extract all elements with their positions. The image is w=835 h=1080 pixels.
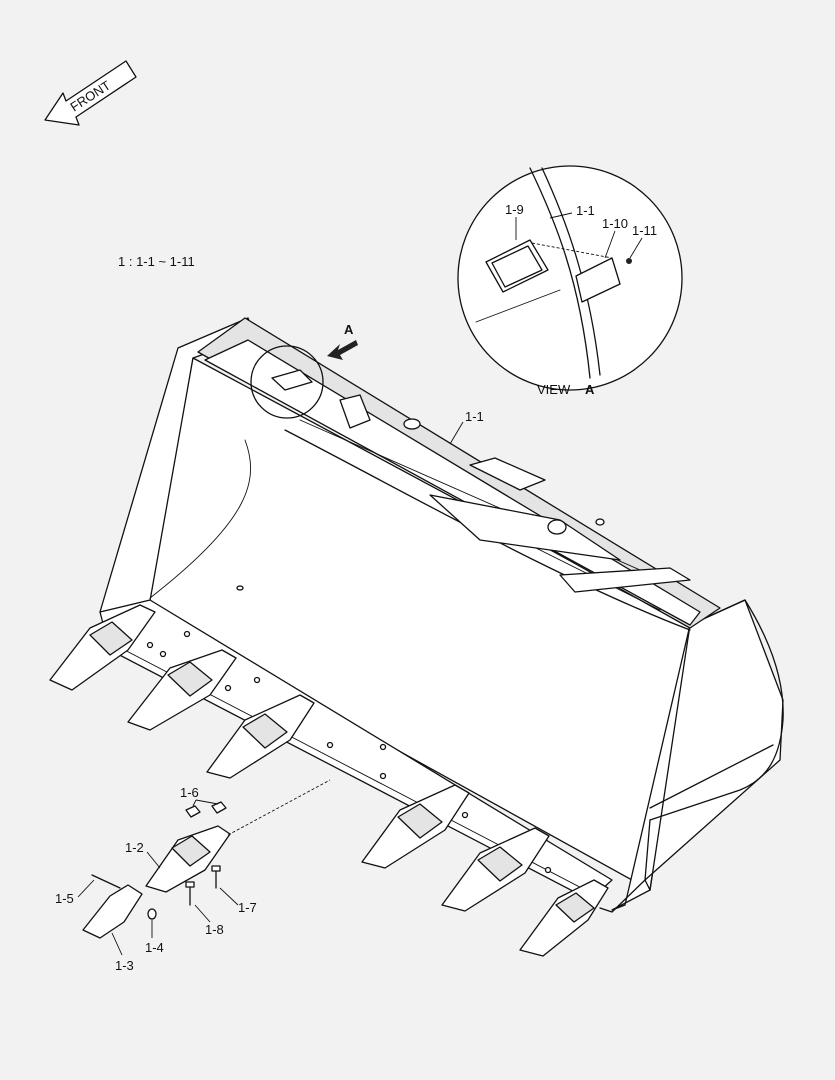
front-arrow-icon: FRONT [44, 60, 137, 126]
view-caption-word: VIEW [537, 382, 571, 397]
callout-leaders [77, 212, 643, 956]
exploded-adapter-assembly [82, 779, 331, 939]
bucket-tooth-6 [519, 879, 609, 957]
callout-1-10: 1-10 [602, 216, 628, 231]
view-arrow-letter: A [344, 322, 354, 337]
callout-1-11: 1-11 [632, 223, 657, 238]
callout-1-1: 1-1 [465, 409, 484, 424]
callout-1-7: 1-7 [238, 900, 257, 915]
bucket-tooth-3 [206, 694, 315, 779]
assembly-note: 1 : 1-1 ~ 1-11 [118, 254, 195, 269]
callout-1-2: 1-2 [125, 840, 144, 855]
callout-1-6: 1-6 [180, 785, 199, 800]
bucket-tooth-4 [361, 784, 470, 869]
callout-1-8: 1-8 [205, 922, 224, 937]
view-arrow-a: A [327, 322, 358, 360]
view-caption-letter: A [585, 382, 595, 397]
callout-1-5: 1-5 [55, 891, 74, 906]
bucket-tooth-1 [49, 604, 156, 691]
callout-1-3: 1-3 [115, 958, 134, 973]
bucket-tooth-5 [441, 827, 550, 912]
bucket-tooth-2 [127, 649, 237, 731]
cutting-edge-holes [146, 630, 552, 874]
view-a-detail [457, 165, 683, 391]
callout-1-9: 1-9 [505, 202, 524, 217]
callout-1-1-detail: 1-1 [576, 203, 595, 218]
bucket-body [99, 317, 784, 913]
callout-1-4: 1-4 [145, 940, 164, 955]
